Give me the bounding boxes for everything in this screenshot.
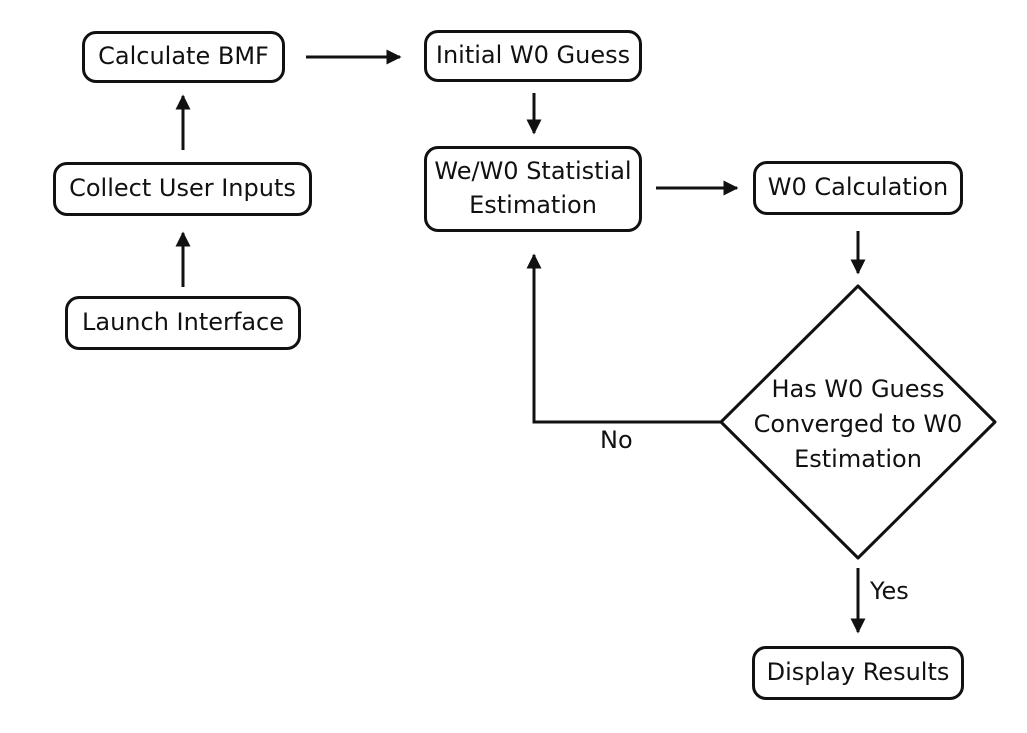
node-label-line2: Estimation [469, 191, 597, 219]
node-label: W0 Calculation [767, 173, 949, 202]
node-launch-interface: Launch Interface [65, 296, 301, 350]
decision-label-line2: Converged to W0 [753, 409, 963, 438]
node-w0-calculation: W0 Calculation [753, 161, 963, 215]
node-initial-w0-guess: Initial W0 Guess [424, 30, 642, 82]
edge-label-no: No [600, 426, 633, 454]
node-label: Calculate BMF [98, 42, 269, 71]
decision-label: Has W0 Guess Converged to W0 Estimation [738, 372, 978, 476]
node-collect-user-inputs: Collect User Inputs [53, 162, 312, 216]
node-display-results: Display Results [752, 646, 964, 700]
node-label: Launch Interface [82, 308, 284, 337]
node-calculate-bmf: Calculate BMF [82, 31, 285, 83]
decision-label-line1: Has W0 Guess [771, 375, 945, 403]
node-statistical-estimation: We/W0 Statistial Estimation [424, 146, 642, 232]
node-label-line1: We/W0 Statistial [434, 157, 632, 186]
decision-diamond [719, 284, 997, 560]
edge-label-yes: Yes [870, 577, 909, 605]
node-label: Initial W0 Guess [435, 41, 631, 70]
arrow-no-loop [526, 253, 721, 424]
node-label: Display Results [766, 658, 950, 687]
node-label: Collect User Inputs [69, 174, 296, 203]
decision-label-line3: Estimation [794, 444, 922, 473]
